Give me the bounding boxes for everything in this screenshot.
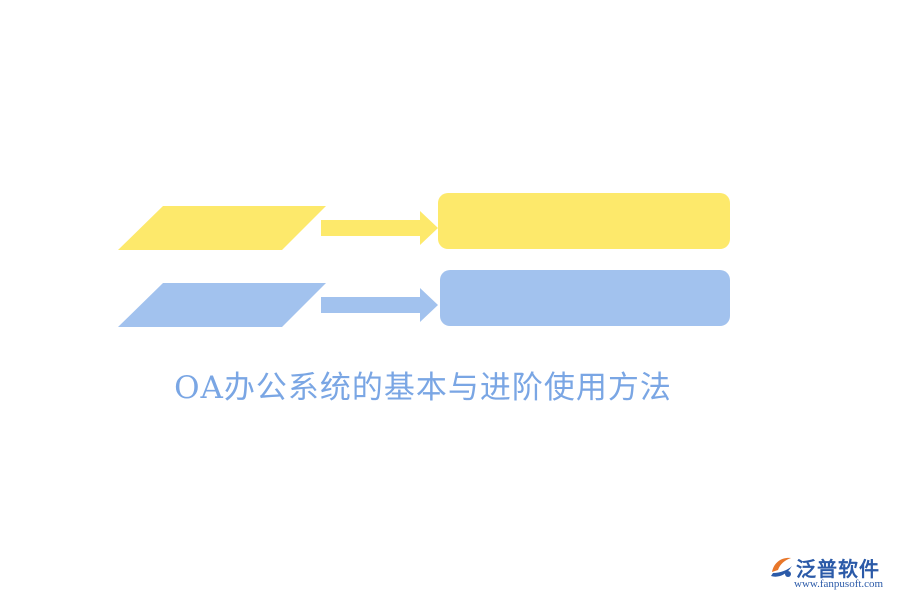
fanpu-logo-icon [771,557,792,577]
brand-name: 泛普软件 [796,557,880,581]
row-2-arrow [321,288,438,322]
brand-logo: 泛普软件 www.fanpusoft.com [768,552,894,592]
brand-url: www.fanpusoft.com [794,578,884,590]
row-2-parallelogram [118,283,326,327]
row-1-arrow [321,211,438,245]
row-1-parallelogram [118,206,326,250]
row-1-box [438,193,730,249]
row-2-box [440,270,730,326]
diagram-title: OA办公系统的基本与进阶使用方法 [174,370,672,406]
